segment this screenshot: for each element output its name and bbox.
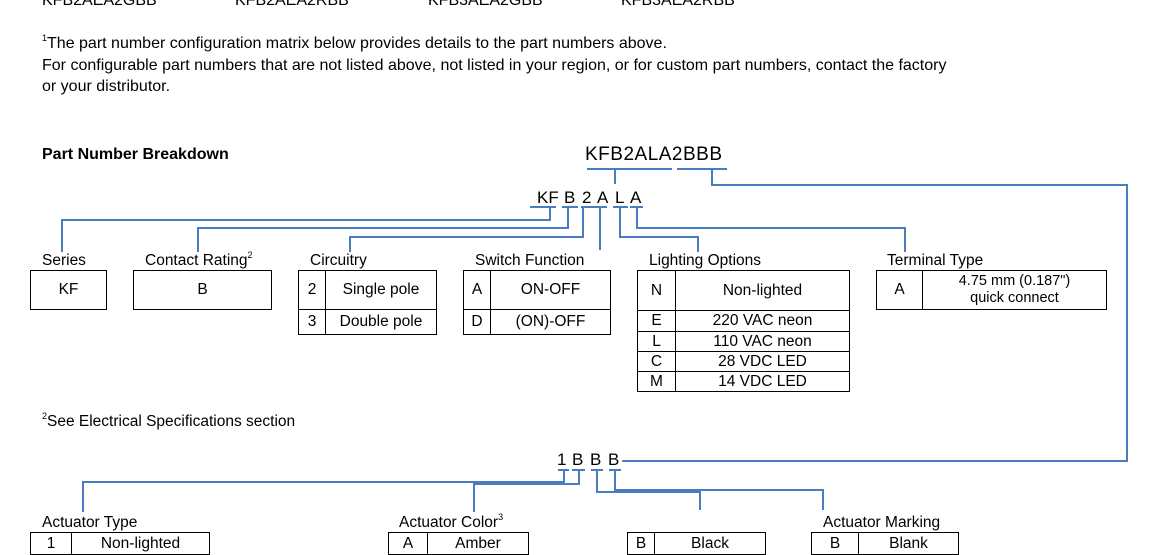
cell: 14 VDC LED (675, 371, 850, 392)
cell: B (627, 532, 655, 555)
cell: Non-lighted (675, 270, 850, 311)
cell: Amber (427, 532, 529, 555)
cell: B (133, 270, 272, 310)
segment-b: B (608, 450, 620, 469)
cell: C (637, 351, 676, 372)
cell: 1 (30, 532, 72, 555)
contact-rating-table: B (133, 270, 272, 310)
part-number: KFB2AEA2GBB (42, 0, 157, 9)
footnote-2: 2See Electrical Specifications section (42, 411, 296, 430)
terminal-type-label: Terminal Type (887, 252, 984, 269)
actuator-type-label: Actuator Type (42, 514, 138, 531)
series-label: Series (42, 252, 86, 269)
cell: 4.75 mm (0.187")quick connect (922, 270, 1107, 310)
cell: Double pole (325, 309, 437, 335)
actuator-marking-label: Actuator Marking (823, 514, 941, 531)
actuator-color-label: Actuator Color3 (399, 512, 504, 531)
cell: ON-OFF (490, 270, 611, 310)
part-number: KFB2AEA2RBB (235, 0, 349, 9)
footnote-1-line-3: or your distributor. (42, 78, 171, 95)
cell: Single pole (325, 270, 437, 310)
segment-l: L (615, 188, 625, 207)
lighting-options-label: Lighting Options (649, 252, 762, 269)
cell: A (463, 270, 491, 310)
contact-rating-label: Contact Rating2 (145, 250, 253, 269)
example-part-number: KFB2ALA2BBB (585, 144, 723, 165)
segment-1: 1 (557, 450, 567, 469)
segment-b: B (564, 188, 576, 207)
cell: M (637, 371, 676, 392)
cell: 3 (298, 309, 326, 335)
cell: 28 VDC LED (675, 351, 850, 372)
part-number: KFB3AEA2GBB (428, 0, 543, 9)
segment-b: B (590, 450, 602, 469)
cell: Black (654, 532, 766, 555)
terminal-type-table: A 4.75 mm (0.187")quick connect (876, 270, 1107, 310)
footnote-1-line-1: 1The part number configuration matrix be… (42, 33, 667, 52)
cell: L (637, 331, 676, 352)
circuitry-label: Circuitry (310, 252, 367, 269)
segment-2: 2 (582, 188, 592, 207)
switch-function-label: Switch Function (475, 252, 585, 269)
segment-b: B (572, 450, 584, 469)
cell: A (388, 532, 428, 555)
cell: (ON)-OFF (490, 309, 611, 335)
cell: 220 VAC neon (675, 310, 850, 332)
segment-a2: A (630, 188, 642, 207)
cell: E (637, 310, 676, 332)
cell: Non-lighted (71, 532, 210, 555)
cell: Blank (858, 532, 959, 555)
segment-a: A (597, 188, 609, 207)
segment-kf: KF (537, 188, 559, 207)
cell: KF (30, 270, 107, 310)
cell: 2 (298, 270, 326, 310)
series-table: KF (30, 270, 107, 310)
cell: A (876, 270, 923, 310)
cell: N (637, 270, 676, 311)
breakdown-title: Part Number Breakdown (42, 146, 229, 163)
part-number: KFB3AEA2RBB (621, 0, 735, 9)
cell: B (811, 532, 859, 555)
cell: 110 VAC neon (675, 331, 850, 352)
footnote-1-line-2: For configurable part numbers that are n… (42, 57, 947, 74)
cell: D (463, 309, 491, 335)
